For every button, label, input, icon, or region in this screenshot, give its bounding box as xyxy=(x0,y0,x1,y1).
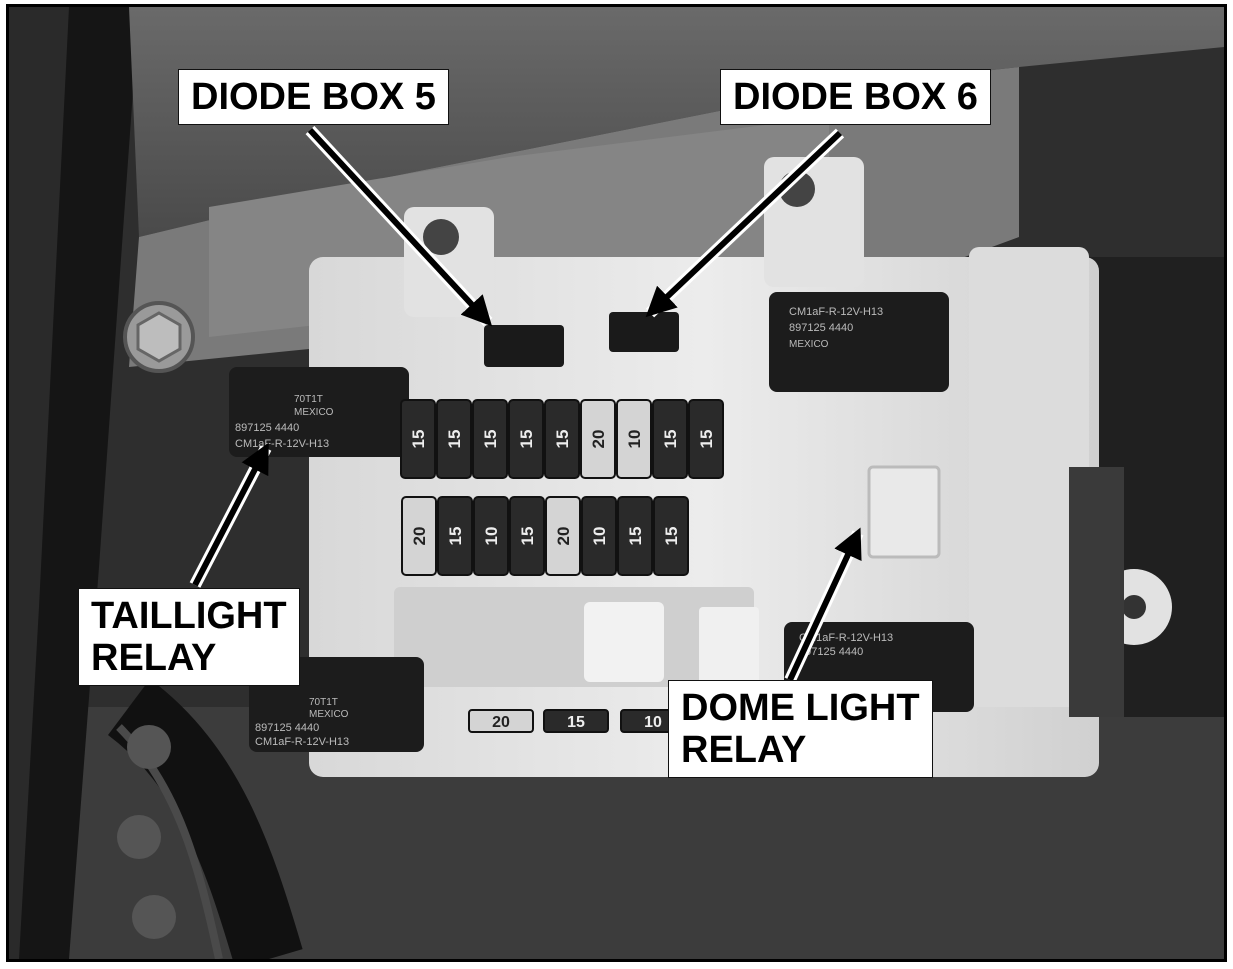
fuse-rating-label: 20 xyxy=(492,714,510,731)
fuse xyxy=(544,399,580,479)
fuse-row-top: 15 15 15 15 15 20 10 15 15 xyxy=(400,399,724,479)
fuse xyxy=(580,399,616,479)
fuse-rating-label: 15 xyxy=(662,527,681,546)
fuse-box-photo: CM1aF-R-12V-H13 897125 4440 MEXICO 70T1T… xyxy=(9,7,1224,959)
fuse-rating-label: 15 xyxy=(481,430,500,449)
fuse xyxy=(616,399,652,479)
fuse xyxy=(473,496,509,576)
relay-taillight: 70T1T MEXICO 897125 4440 CM1aF-R-12V-H13 xyxy=(229,367,409,457)
relay-text-line2: CM1aF-R-12V-H13 xyxy=(799,632,893,644)
fuse-rating-label: 15 xyxy=(445,430,464,449)
fuse-rating-label: 15 xyxy=(518,527,537,546)
wiring-harness xyxy=(107,679,303,959)
fuse xyxy=(401,496,437,576)
fuse xyxy=(468,709,534,733)
relay-text-line2: CM1aF-R-12V-H13 xyxy=(255,736,349,748)
label-dome-light-relay-line1: DOME LIGHT xyxy=(681,687,920,729)
relay-text-line1: 897125 4440 xyxy=(235,422,299,434)
relay-text-line3: MEXICO xyxy=(309,709,349,720)
fuse-rating-label: 15 xyxy=(517,430,536,449)
photo-frame: CM1aF-R-12V-H13 897125 4440 MEXICO 70T1T… xyxy=(6,4,1227,962)
fuse xyxy=(543,709,609,733)
fuse xyxy=(400,399,436,479)
label-dome-light-relay-line2: RELAY xyxy=(681,729,807,771)
label-taillight-relay: TAILLIGHT RELAY xyxy=(78,588,300,686)
fuse-rating-label: 15 xyxy=(697,430,716,449)
relay-text-line4: 70T1T xyxy=(294,394,323,405)
label-dome-light-relay: DOME LIGHT RELAY xyxy=(668,680,933,778)
diode-box-6 xyxy=(609,312,679,352)
fuse-rating-label: 15 xyxy=(446,527,465,546)
fuse-row-middle: 20 15 10 15 20 10 15 15 xyxy=(401,496,689,576)
fuse xyxy=(617,496,653,576)
fuse xyxy=(509,496,545,576)
fuse xyxy=(652,399,688,479)
fuse xyxy=(581,496,617,576)
relay-top-right: CM1aF-R-12V-H13 897125 4440 MEXICO xyxy=(769,292,949,392)
label-diode-box-5-text: DIODE BOX 5 xyxy=(191,76,436,118)
fuse-row-bottom: 20 15 10 xyxy=(468,709,686,733)
fuse-rating-label: 15 xyxy=(661,430,680,449)
relay-text-line2: CM1aF-R-12V-H13 xyxy=(789,306,883,318)
fuse-rating-label: 15 xyxy=(626,527,645,546)
fuse-rating-label: 10 xyxy=(625,430,644,449)
label-diode-box-5: DIODE BOX 5 xyxy=(178,69,449,125)
fuse xyxy=(653,496,689,576)
relay-text-line1: 897125 4440 xyxy=(789,322,853,334)
fuse-rating-label: 20 xyxy=(410,527,429,546)
label-taillight-relay-line1: TAILLIGHT xyxy=(91,595,287,637)
fuse xyxy=(437,496,473,576)
relay-text-line3: MEXICO xyxy=(294,407,334,418)
fuse-rating-label: 20 xyxy=(589,430,608,449)
fuse-rating-label: 15 xyxy=(567,714,585,731)
relay-text-line1: 897125 4440 xyxy=(255,722,319,734)
diode-box-5 xyxy=(484,325,564,367)
fuse-rating-label: 15 xyxy=(553,430,572,449)
fuse-rating-label: 10 xyxy=(644,714,662,731)
relay-text-line4: 70T1T xyxy=(309,697,338,708)
fuse xyxy=(545,496,581,576)
label-taillight-relay-line2: RELAY xyxy=(91,637,217,679)
relay-text-line2: CM1aF-R-12V-H13 xyxy=(235,438,329,450)
relay-text-line1: 897125 4440 xyxy=(799,646,863,658)
fuse-rating-label: 10 xyxy=(482,527,501,546)
relay-text-line3: MEXICO xyxy=(789,339,829,350)
label-diode-box-6-text: DIODE BOX 6 xyxy=(733,76,978,118)
fuse xyxy=(688,399,724,479)
label-diode-box-6: DIODE BOX 6 xyxy=(720,69,991,125)
fuse xyxy=(508,399,544,479)
left-pillar-edge xyxy=(9,7,69,959)
fuse xyxy=(472,399,508,479)
fuse-rating-label: 10 xyxy=(590,527,609,546)
fuse-rating-label: 20 xyxy=(554,527,573,546)
fuse-rating-label: 15 xyxy=(409,430,428,449)
dashboard-panel xyxy=(129,7,1224,237)
fuse xyxy=(436,399,472,479)
bolt-left-hex xyxy=(136,311,182,363)
